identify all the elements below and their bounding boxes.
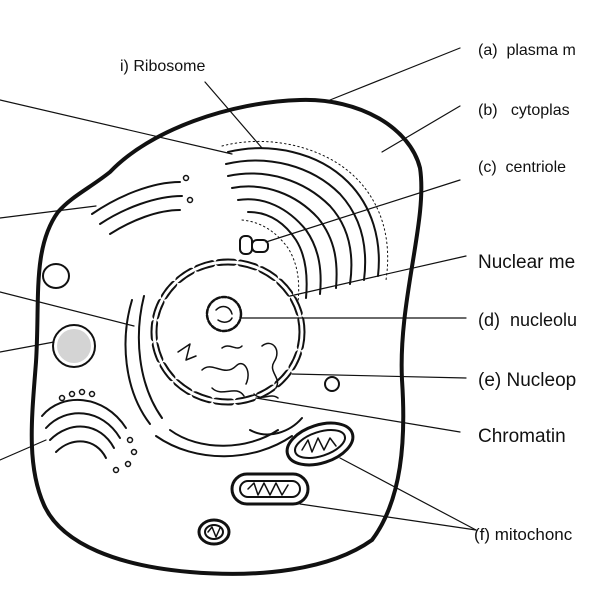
label-plasma-membrane: (a) plasma m [478, 42, 576, 59]
smooth-er [124, 295, 303, 458]
chromatin [177, 342, 279, 399]
label-nucleoplasm: (e) Nucleop [478, 370, 576, 391]
nucleolus [205, 295, 243, 333]
nucleus [150, 258, 306, 406]
rough-er [221, 140, 389, 303]
cell-membrane-outline [29, 97, 424, 576]
label-ribosome: i) Ribosome [120, 58, 205, 75]
label-nuclear-membrane: Nuclear me [478, 252, 575, 273]
mitochondrion-1 [285, 421, 355, 467]
label-mitochondria: (f) mitochonc [474, 525, 573, 544]
label-cytoplasm: (b) cytoplas [478, 102, 570, 119]
leader-lines [0, 47, 477, 531]
golgi-apparatus-lower [41, 388, 138, 474]
lysosome [52, 324, 96, 368]
mitochondrion-2 [230, 472, 310, 506]
label-centriole: (c) centriole [478, 159, 566, 176]
mitochondrion-3 [197, 518, 231, 546]
vesicle [324, 376, 340, 392]
golgi-apparatus-upper [91, 174, 194, 235]
label-nucleolus: (d) nucleolu [478, 310, 577, 330]
centriole [239, 235, 269, 255]
label-chromatin: Chromatin [478, 426, 566, 447]
vacuole-small [42, 263, 70, 289]
